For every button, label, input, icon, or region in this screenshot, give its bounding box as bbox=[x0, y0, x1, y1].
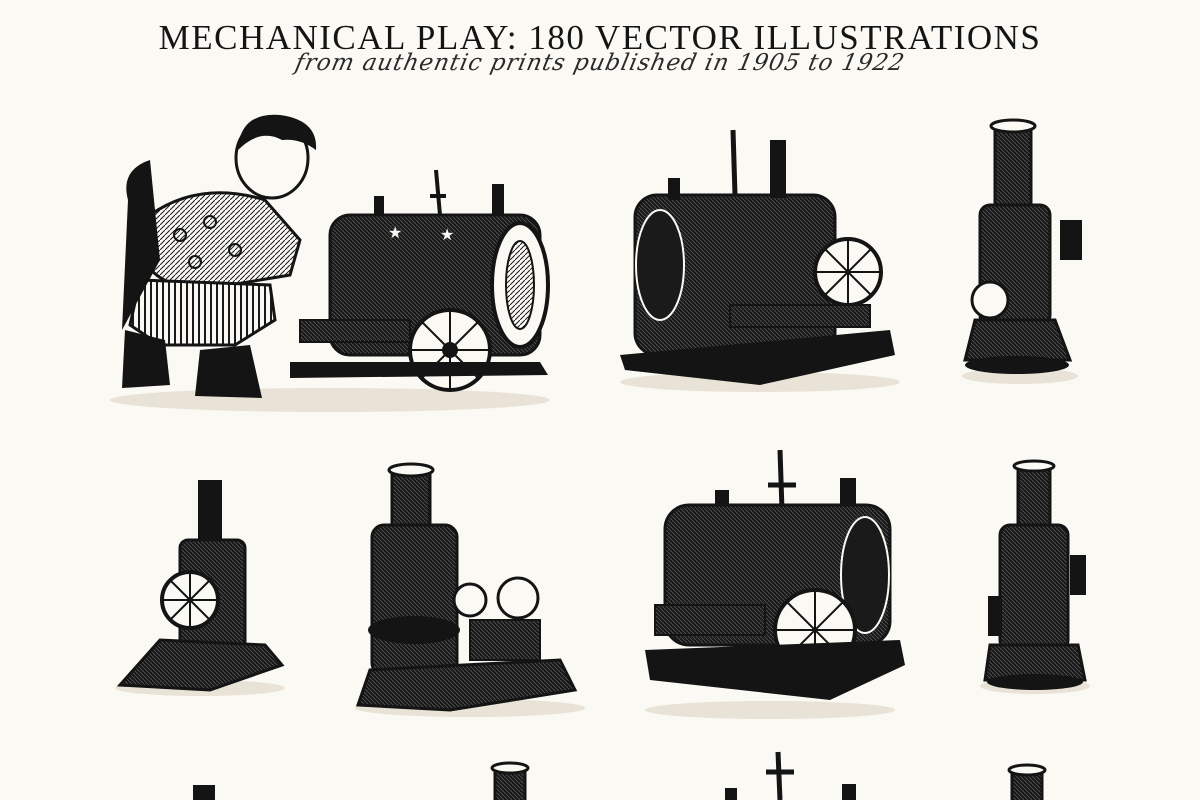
horizontal-steam-engine-illustration bbox=[620, 129, 900, 392]
svg-text:★: ★ bbox=[440, 225, 454, 244]
page-title: MECHANICAL PLAY: 180 VECTOR ILLUSTRATION… bbox=[158, 18, 1042, 57]
vertical-boiler-illustration bbox=[962, 118, 1082, 384]
svg-text:★: ★ bbox=[388, 223, 402, 242]
horizontal-boiler-with-flywheel-illustration bbox=[645, 449, 905, 719]
partial-engine-illustrations-bottom-row bbox=[193, 751, 1047, 800]
vertical-boiler-with-flywheel-illustration bbox=[355, 462, 585, 717]
small-vertical-engine-illustration bbox=[115, 480, 285, 696]
boy-with-steam-engine-illustration: ★ ★ bbox=[110, 114, 550, 412]
vertical-boiler-with-gauges-illustration bbox=[980, 459, 1090, 694]
